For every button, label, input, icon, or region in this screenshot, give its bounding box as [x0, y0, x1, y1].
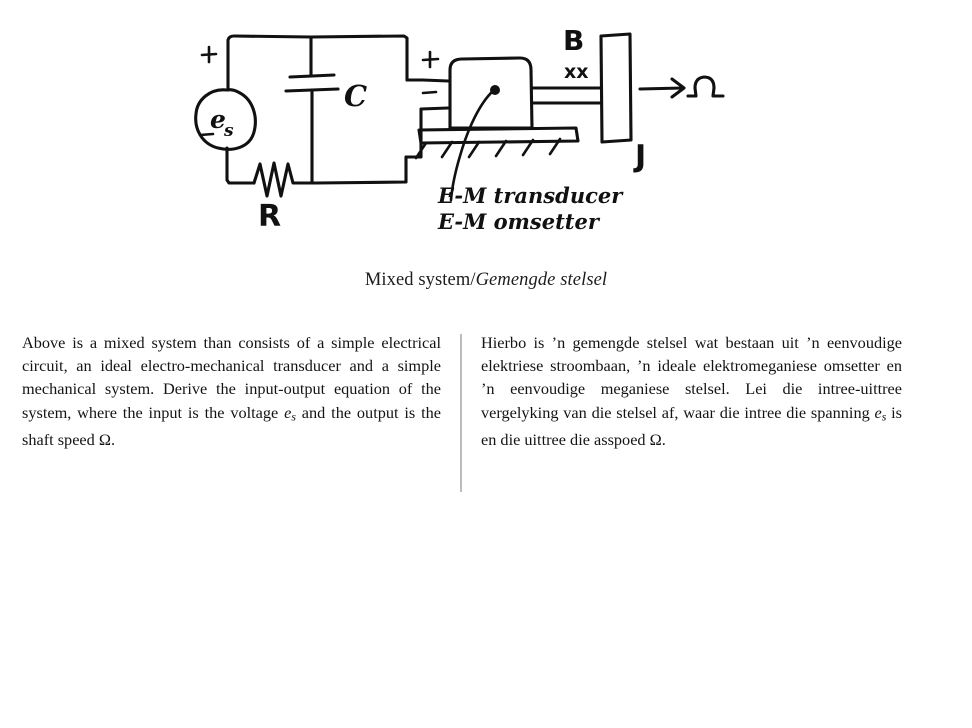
- resistor-label: R: [258, 199, 281, 234]
- question-text-columns: Above is a mixed system than consists of…: [0, 331, 972, 506]
- english-text-part1: Above is a mixed system than consists of…: [22, 333, 441, 422]
- output-arrow-icon: [638, 77, 686, 99]
- capacitor-label: C: [344, 79, 367, 113]
- source-label-sub: s: [223, 121, 234, 141]
- question-text-english: Above is a mixed system than consists of…: [22, 331, 441, 452]
- ground-base: [414, 126, 580, 160]
- transducer-minus-icon: [421, 90, 438, 95]
- caption-afrikaans: Gemengde stelsel: [475, 270, 608, 290]
- capacitor-symbol: [284, 35, 340, 184]
- transducer-box: [448, 56, 534, 130]
- flywheel-inertia: [599, 32, 633, 144]
- annotation-pointer: [449, 85, 500, 202]
- source-plus-icon: [200, 45, 218, 64]
- annotation-pointer-dot: [490, 85, 500, 95]
- english-variable-es: es: [284, 402, 296, 424]
- afrikaans-variable-omega: Ω: [649, 430, 662, 450]
- annotation-line-en: E-M transducer: [437, 183, 624, 208]
- english-variable-omega: Ω: [98, 430, 111, 450]
- annotation-line-af: E-M omsetter: [437, 209, 601, 234]
- figure-caption: Mixed system/Gemengde stelsel: [0, 268, 972, 292]
- damper-marks-label: xx: [564, 61, 589, 83]
- paragraph-english: Above is a mixed system than consists of…: [22, 331, 441, 452]
- voltage-source-symbol: [194, 88, 257, 151]
- output-omega-symbol: [686, 75, 725, 98]
- shaft: [530, 86, 602, 105]
- source-label-e: e: [210, 105, 226, 134]
- bottom-wire-right: [314, 155, 408, 185]
- transducer-plus-lead: [405, 78, 450, 83]
- afrikaans-text-part3: .: [661, 430, 666, 450]
- transducer-minus-lead: [404, 106, 450, 159]
- source-minus-icon: [198, 132, 215, 137]
- question-text-afrikaans: Hierbo is ’n gemengde stelsel wat bestaa…: [481, 331, 902, 452]
- mixed-system-diagram: e s R: [180, 18, 760, 258]
- caption-english: Mixed system/: [364, 270, 476, 290]
- afrikaans-variable-es: es: [874, 402, 887, 424]
- top-wire: [226, 34, 409, 92]
- afrikaans-text-part1: Hierbo is ’n gemengde stelsel wat bestaa…: [481, 333, 902, 422]
- resistor-symbol: [252, 161, 318, 198]
- column-divider: [460, 334, 462, 492]
- bottom-wire-left: [225, 146, 256, 185]
- inertia-label: J: [633, 139, 646, 174]
- damper-label: B: [563, 24, 584, 57]
- afrikaans-text-part2: is en die uittree die asspoed: [481, 402, 902, 450]
- transducer-plus-icon: [421, 50, 440, 69]
- english-text-part2: and the output is the shaft speed: [22, 402, 442, 450]
- paragraph-afrikaans: Hierbo is ’n gemengde stelsel wat bestaa…: [481, 331, 902, 452]
- english-text-part3: .: [110, 430, 116, 450]
